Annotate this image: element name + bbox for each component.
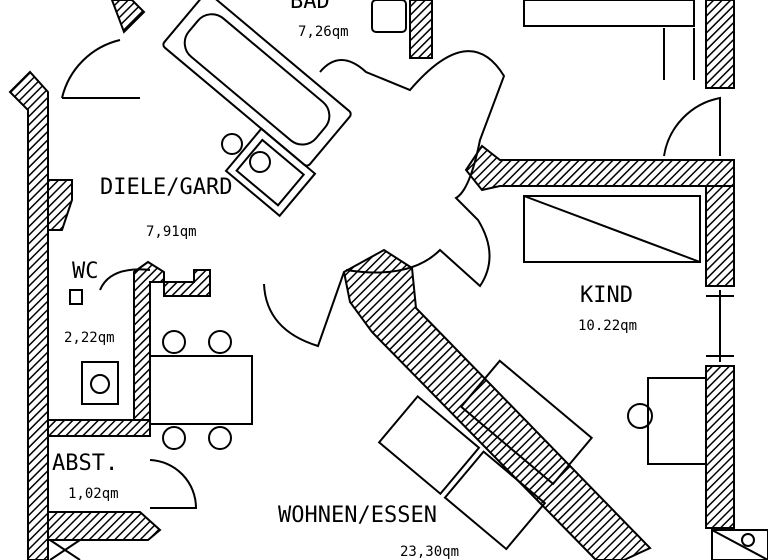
- walls: [8, 0, 735, 560]
- fixtures: [49, 0, 768, 560]
- door-bath: [61, 39, 140, 99]
- room-kind-area: 10.22qm: [578, 318, 637, 334]
- room-kind-name: KIND: [580, 283, 633, 308]
- bathtub: [162, 0, 352, 218]
- door-diele-swing: [319, 50, 506, 288]
- wall-pier-left: [47, 179, 73, 231]
- room-wohnen-area: 23,30qm: [400, 544, 459, 560]
- wall-left-outer: [8, 70, 49, 560]
- room-abst-area: 1,02qm: [68, 486, 119, 502]
- wall-bath-top: [110, 0, 146, 34]
- wall-right-kind: [705, 185, 735, 287]
- kind-desk: [647, 377, 707, 465]
- wall-right-top: [705, 0, 735, 89]
- room-bad-name: BAD: [290, 0, 330, 14]
- wall-diagonal: [342, 248, 652, 560]
- room-diele-area: 7,91qm: [146, 224, 197, 240]
- wall-abst-top: [47, 419, 151, 437]
- dining-table: [149, 355, 253, 425]
- door-wc: [99, 268, 151, 291]
- bath-sink: [371, 0, 407, 33]
- wardrobe-top: [523, 0, 695, 27]
- kind-wardrobe: [523, 195, 701, 263]
- sofa: [377, 359, 594, 551]
- wall-abst-bottom: [47, 511, 162, 541]
- wall-bath-right: [409, 0, 433, 59]
- door-abst: [149, 459, 198, 509]
- room-bad-area: 7,26qm: [298, 24, 349, 40]
- wc-sink: [69, 289, 83, 305]
- wc-toilet: [81, 361, 119, 405]
- wall-kind-top: [464, 144, 735, 192]
- door-wohnen: [263, 271, 345, 348]
- door-top-right: [663, 96, 721, 157]
- room-diele-name: DIELE/GARD: [100, 175, 232, 200]
- wall-right-lower: [705, 365, 735, 529]
- room-labels: BAD 7,26qm DIELE/GARD 7,91qm WC 2,22qm K…: [52, 0, 637, 560]
- room-wohnen-name: WOHNEN/ESSEN: [278, 503, 437, 528]
- room-abst-name: ABST.: [52, 451, 118, 476]
- room-wc-name: WC: [72, 259, 99, 284]
- wall-wc-right: [133, 260, 211, 421]
- room-wc-area: 2,22qm: [64, 330, 115, 346]
